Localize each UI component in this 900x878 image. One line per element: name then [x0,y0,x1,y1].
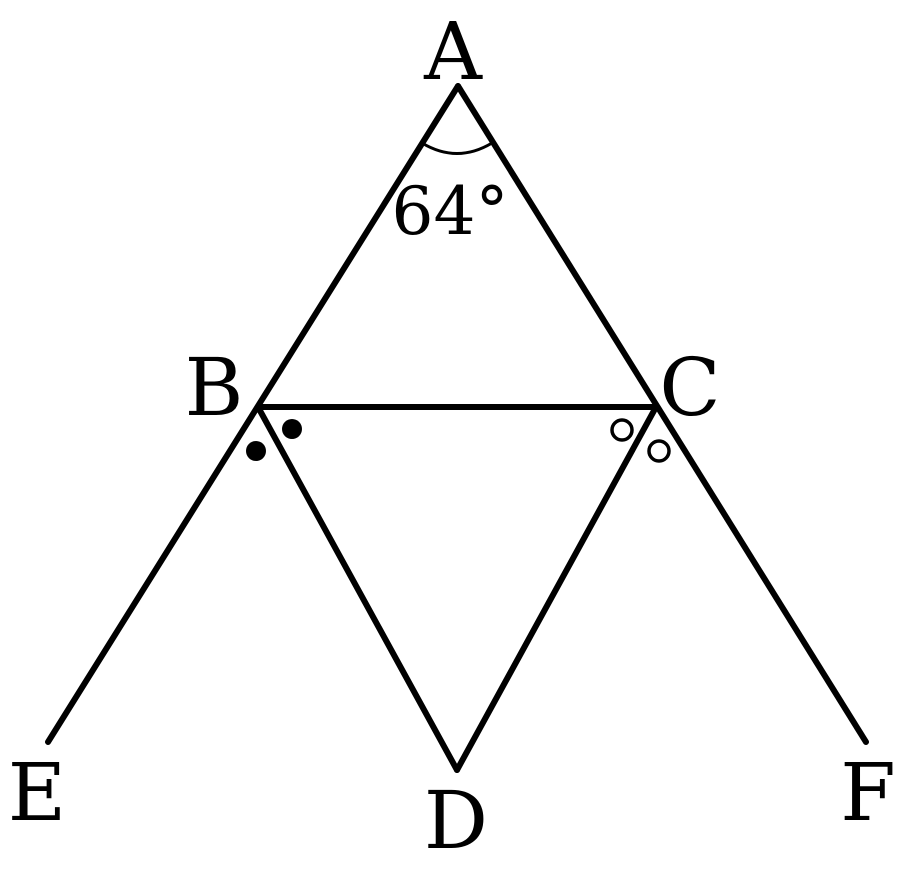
angle-mark-C-2 [647,439,671,463]
line-A-E [45,83,461,745]
label-D: D [424,774,488,867]
angle-A-label: 64° [392,173,509,250]
label-F: F [840,746,896,839]
angle-mark-C-1 [610,418,634,442]
segment-B-D [255,404,460,773]
angle-mark-B-1 [246,441,266,461]
label-B: B [185,341,244,434]
angle-A-arc [421,141,493,155]
label-E: E [8,746,66,839]
angle-mark-B-2 [282,419,302,439]
segment-C-D [454,404,659,773]
label-C: C [659,341,720,434]
line-A-F [455,83,869,745]
label-A: A [423,5,483,98]
